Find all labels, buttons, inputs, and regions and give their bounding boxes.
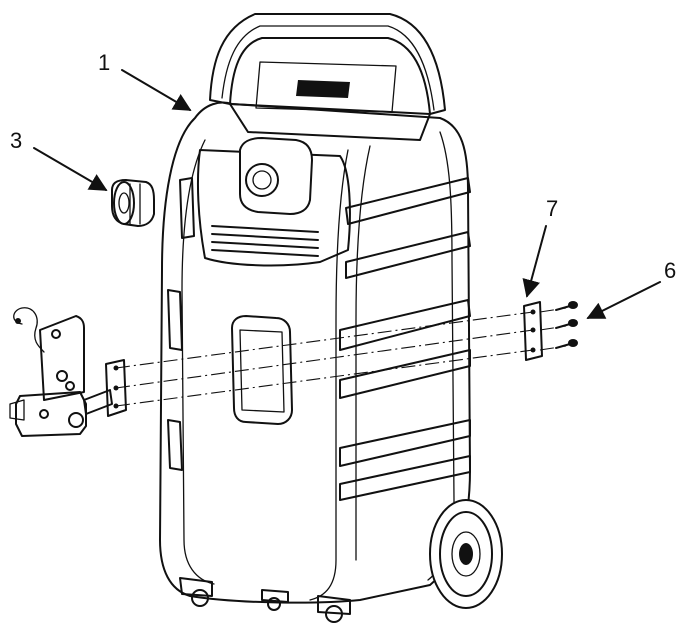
mounting-screws bbox=[555, 301, 578, 349]
main-unit-body bbox=[159, 13, 503, 623]
vent-slots bbox=[211, 225, 319, 257]
leader-arrow-7 bbox=[522, 225, 547, 298]
callout-arrows bbox=[33, 69, 661, 319]
callout-label-1: 1 bbox=[98, 50, 110, 75]
callout-label-6: 6 bbox=[664, 258, 676, 283]
carry-handle bbox=[209, 13, 446, 115]
cap-part bbox=[111, 179, 155, 227]
leader-arrow-1 bbox=[121, 69, 192, 111]
leader-arrow-3 bbox=[33, 147, 108, 191]
side-rib-bands bbox=[339, 177, 471, 501]
shell-outline bbox=[159, 101, 471, 604]
callout-label-7: 7 bbox=[546, 196, 558, 221]
brand-logo bbox=[296, 80, 350, 98]
callout-label-3: 3 bbox=[10, 128, 22, 153]
alignment-lines bbox=[115, 307, 567, 407]
caster-wheels bbox=[179, 577, 351, 623]
leader-arrow-6 bbox=[586, 281, 661, 319]
rear-wheel bbox=[429, 499, 503, 609]
left-edge-slots bbox=[167, 177, 195, 471]
control-knob bbox=[245, 163, 279, 197]
mount-plate bbox=[105, 359, 127, 417]
level-window bbox=[231, 315, 293, 425]
hose-connector-assembly bbox=[9, 307, 127, 437]
